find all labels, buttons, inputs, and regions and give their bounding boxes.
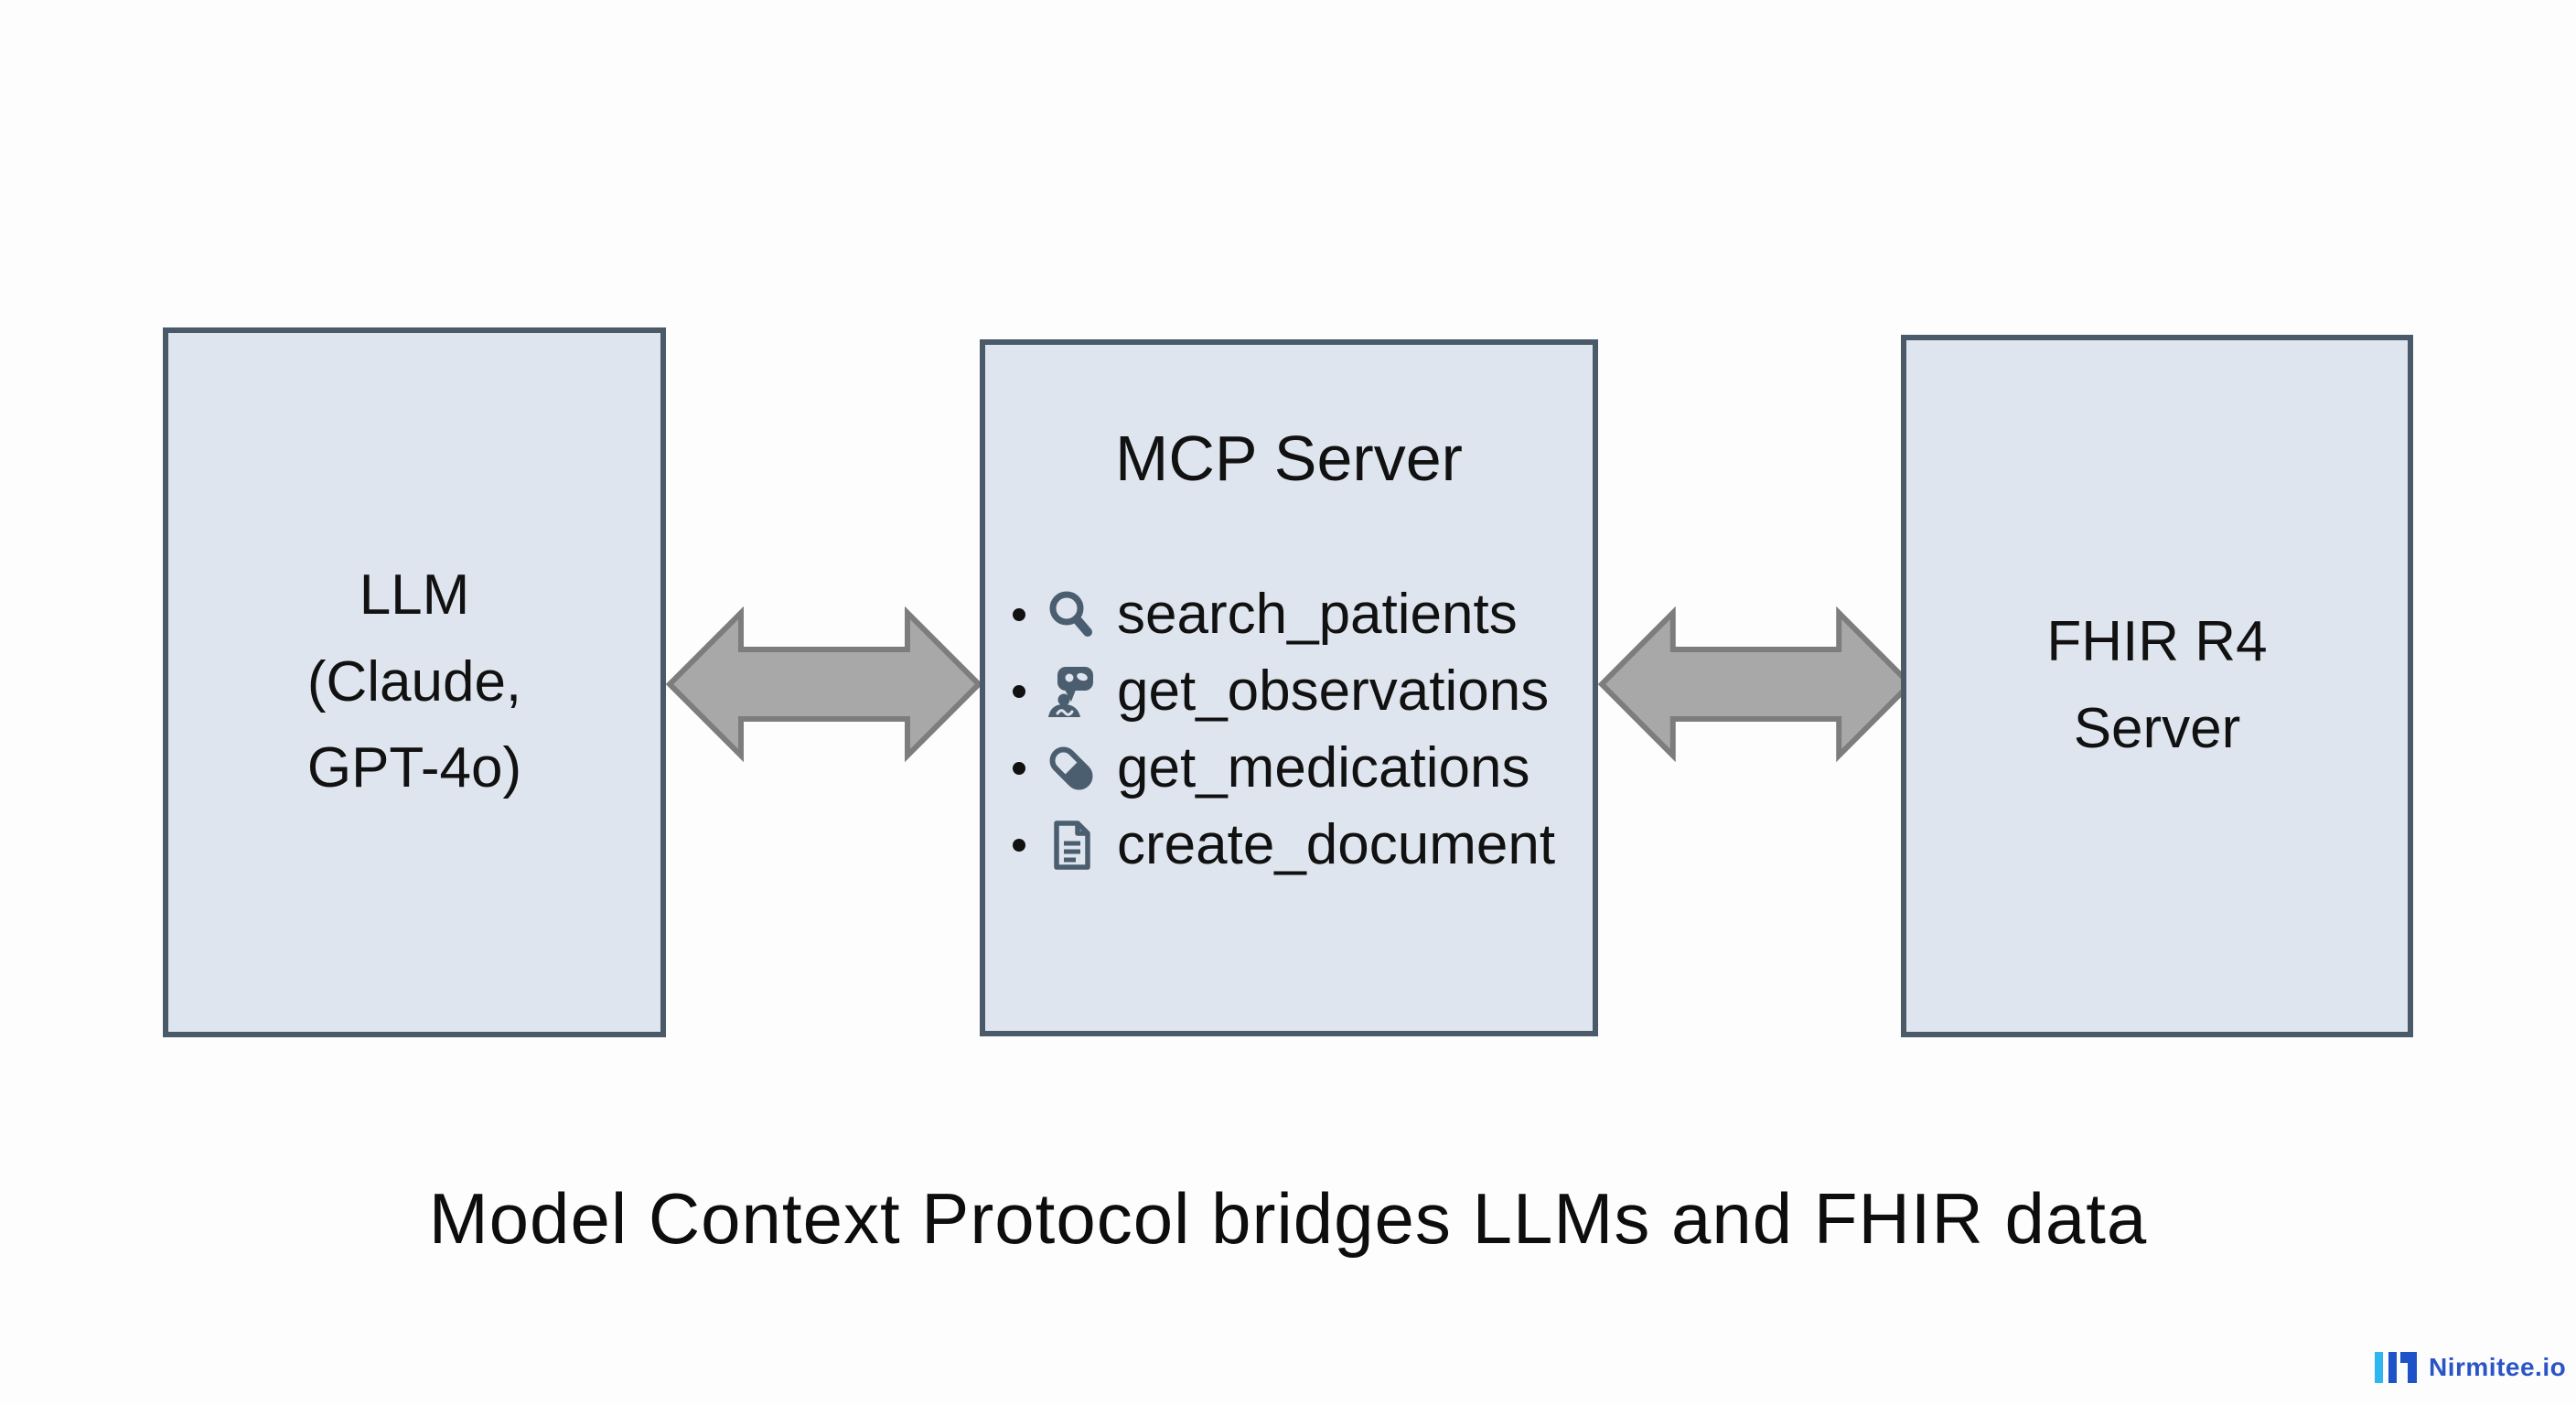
llm-label: LLM (Claude, GPT-4o) bbox=[306, 563, 522, 800]
nirmitee-logo: Nirmitee.io bbox=[2375, 1352, 2566, 1383]
tool-row-search-patients: search_patients bbox=[1013, 582, 1593, 648]
tool-row-get-observations: get_observations bbox=[1013, 659, 1593, 724]
mcp-server-title: MCP Server bbox=[1115, 423, 1463, 494]
diagram-caption: Model Context Protocol bridges LLMs and … bbox=[428, 1178, 2148, 1259]
patient-observation-icon bbox=[1046, 666, 1097, 717]
pill-icon bbox=[1046, 743, 1097, 794]
nirmitee-logo-text: Nirmitee.io bbox=[2429, 1353, 2567, 1381]
llm-mcp-bidirectional-arrow bbox=[666, 606, 982, 763]
tool-label: search_patients bbox=[1117, 582, 1518, 646]
tool-label: get_medications bbox=[1117, 735, 1530, 799]
tool-row-create-document: create_document bbox=[1013, 812, 1593, 878]
tool-row-get-medications: get_medications bbox=[1013, 735, 1593, 801]
nirmitee-logo-mark bbox=[2375, 1352, 2417, 1383]
bullet-dot bbox=[1013, 761, 1025, 775]
fhir-label: FHIR R4 Server bbox=[2046, 610, 2268, 760]
tool-label: get_observations bbox=[1117, 659, 1550, 723]
double-arrow-shape bbox=[1598, 606, 1914, 763]
tool-label: create_document bbox=[1117, 812, 1556, 876]
double-arrow-shape bbox=[666, 606, 982, 763]
node-llm: LLM (Claude, GPT-4o) bbox=[163, 327, 666, 1037]
bullet-dot bbox=[1013, 607, 1025, 621]
mcp-fhir-bidirectional-arrow bbox=[1598, 606, 1914, 763]
node-mcp-server: MCP Server search_patients bbox=[980, 339, 1598, 1036]
document-icon bbox=[1046, 820, 1097, 871]
node-fhir-server: FHIR R4 Server bbox=[1901, 335, 2413, 1037]
search-icon bbox=[1046, 589, 1097, 640]
bullet-dot bbox=[1013, 838, 1025, 852]
bullet-dot bbox=[1013, 684, 1025, 698]
mcp-tool-list: search_patients get_observations bbox=[1013, 582, 1593, 878]
